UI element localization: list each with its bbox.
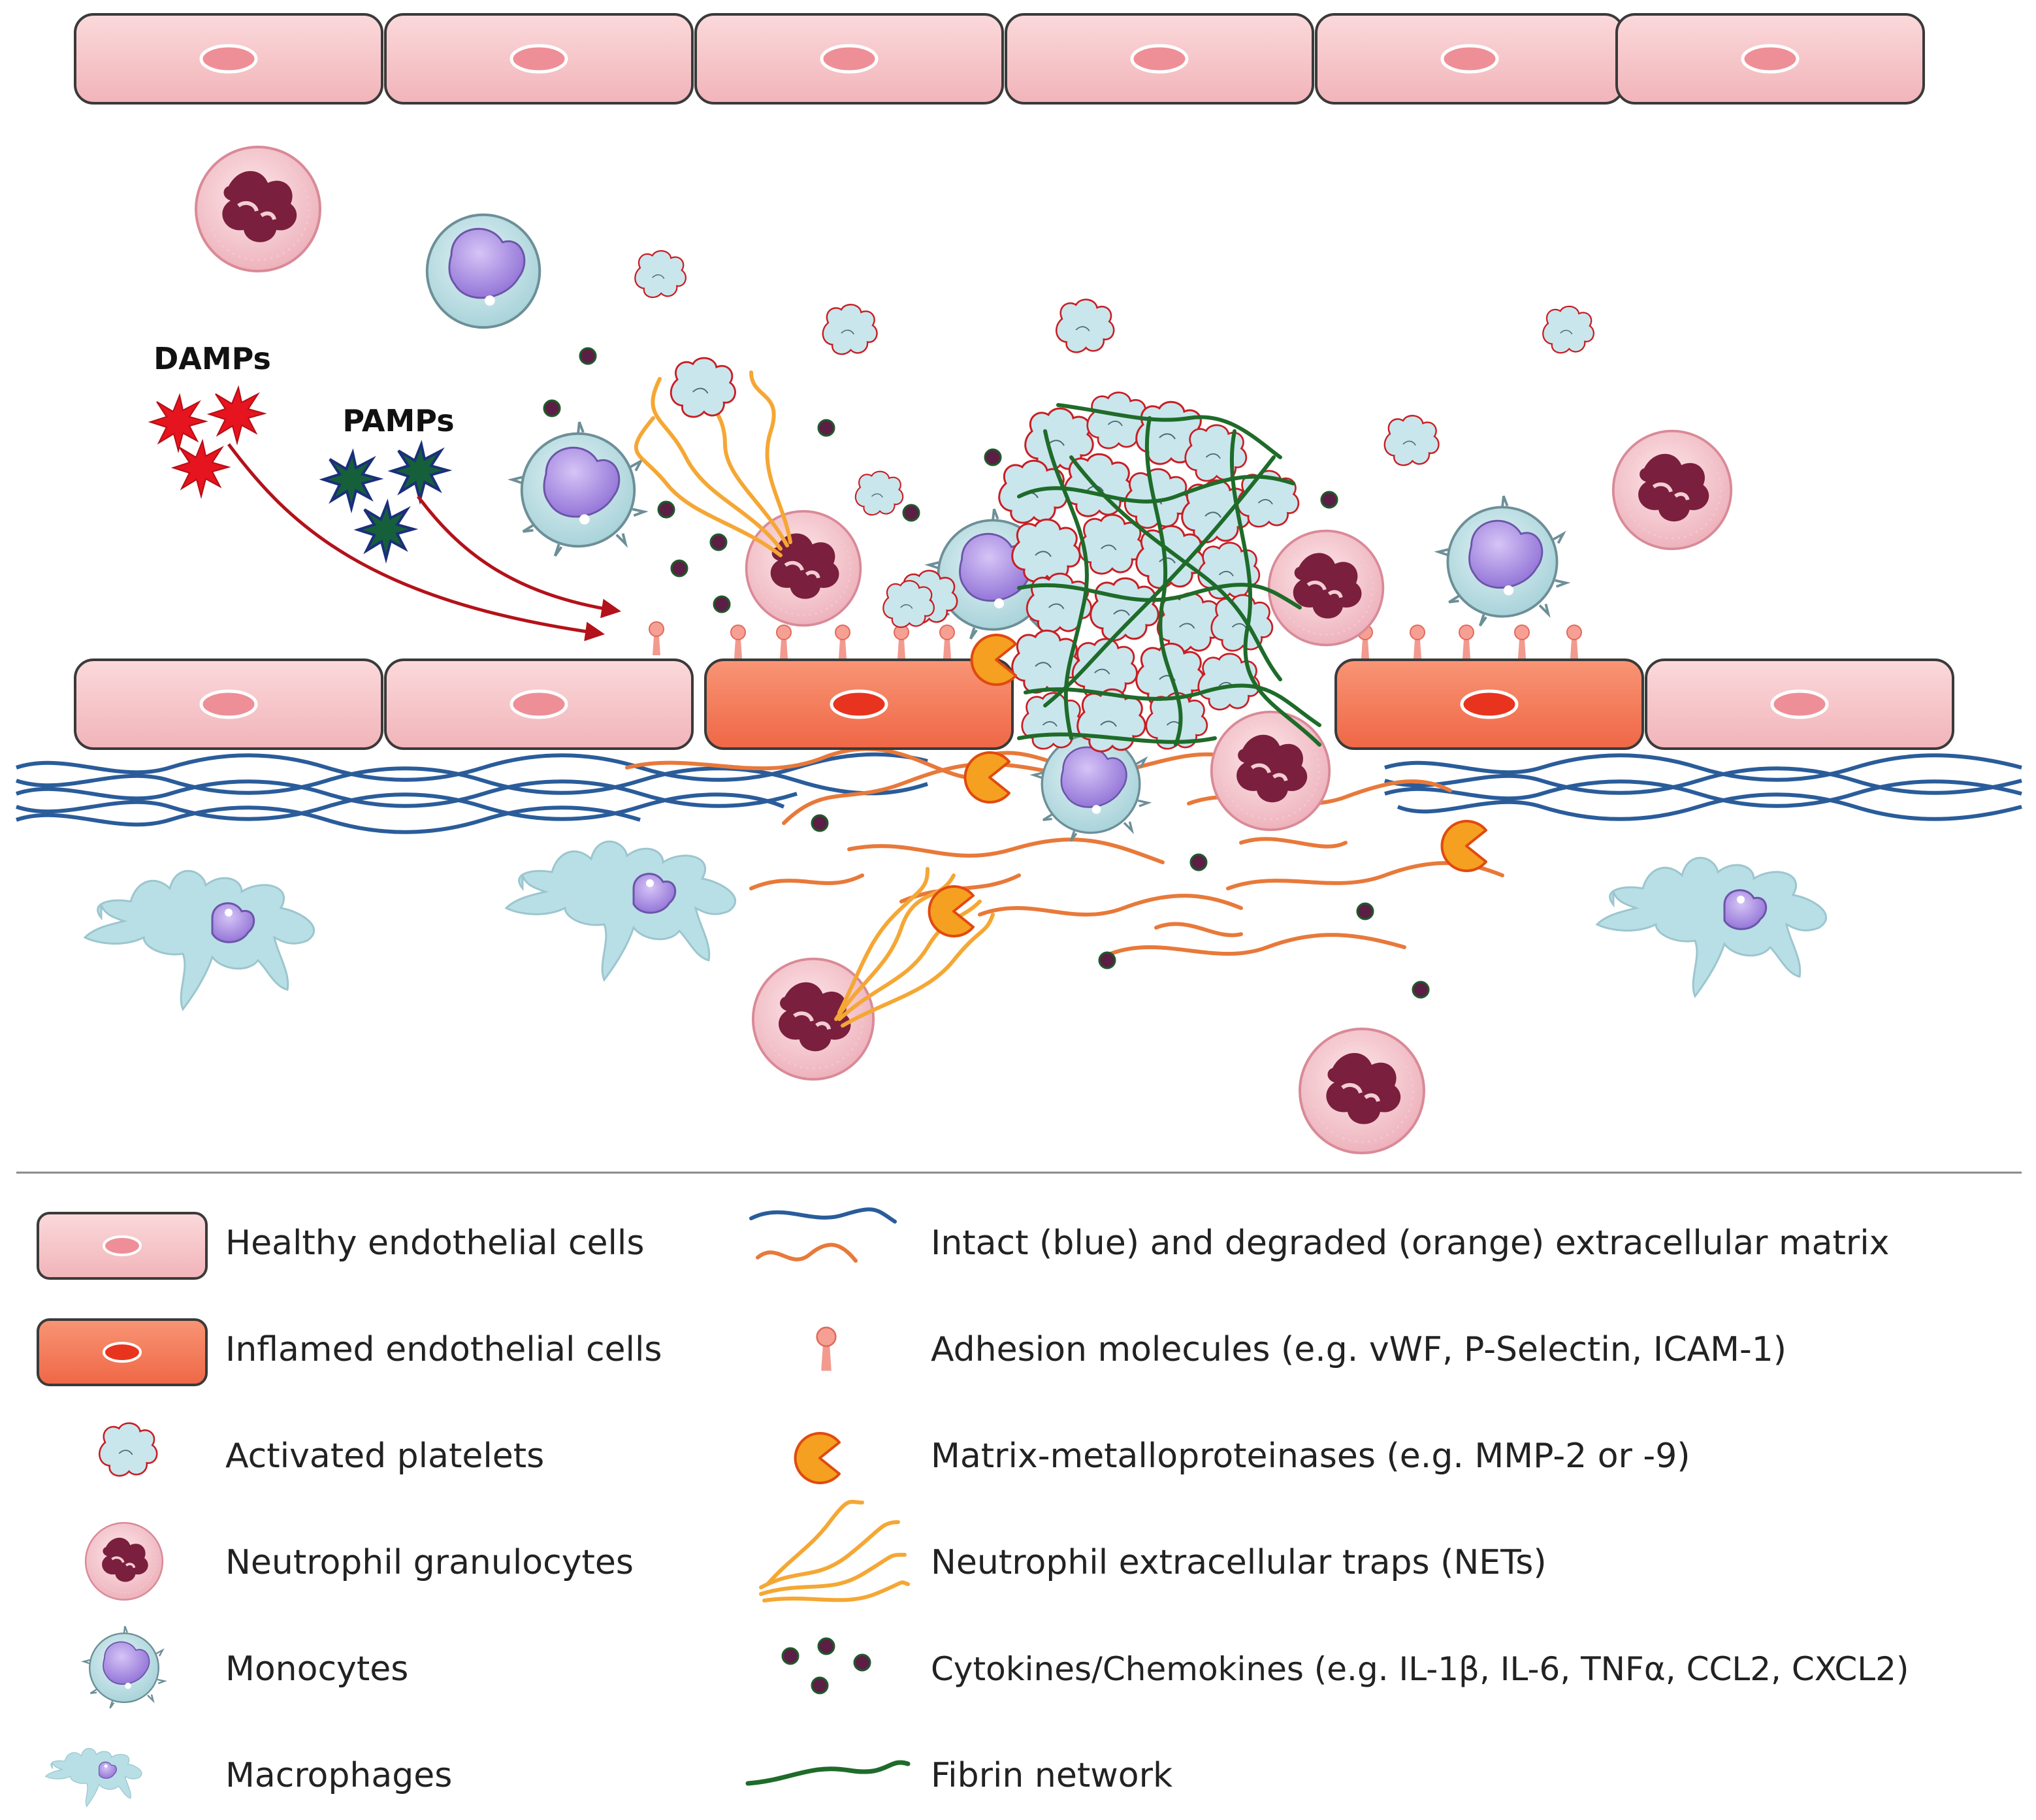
activated-platelet-icon bbox=[98, 1422, 158, 1477]
fibrin-icon bbox=[745, 1760, 911, 1786]
legend-label-platelets: Activated platelets bbox=[225, 1437, 544, 1476]
legend-label-neutrophils: Neutrophil granulocytes bbox=[225, 1543, 634, 1582]
inflamed-endothelial-icon bbox=[37, 1318, 208, 1386]
damp-pamp-arrows bbox=[227, 443, 621, 642]
damps bbox=[148, 385, 267, 499]
legend-label-monocytes: Monocytes bbox=[225, 1649, 408, 1689]
damps-arrow bbox=[227, 443, 605, 642]
macrophage-icon bbox=[45, 1747, 142, 1808]
top-endothelium bbox=[75, 14, 1924, 103]
legend: Healthy endothelial cells Inflamed endot… bbox=[37, 1207, 1909, 1808]
fibrin-network bbox=[1017, 403, 1321, 747]
extracellular-matrix-icon bbox=[749, 1207, 897, 1263]
pamps-label: PAMPs bbox=[342, 403, 454, 438]
pamps bbox=[319, 440, 453, 564]
damps-label: DAMPs bbox=[154, 341, 271, 376]
legend-label-inflamed: Inflamed endothelial cells bbox=[225, 1330, 662, 1369]
monocyte-icon bbox=[84, 1626, 165, 1708]
net-icon bbox=[759, 1499, 910, 1602]
legend-label-nets: Neutrophil extracellular traps (NETs) bbox=[931, 1543, 1547, 1582]
legend-label-macrophages: Macrophages bbox=[225, 1756, 452, 1795]
adhesion-molecule-icon bbox=[816, 1326, 837, 1372]
legend-label-fibrin: Fibrin network bbox=[931, 1756, 1172, 1795]
pamps-arrow bbox=[417, 495, 621, 619]
legend-label-mmp: Matrix-metalloproteinases (e.g. MMP-2 or… bbox=[931, 1437, 1690, 1476]
neutrophil-icon bbox=[84, 1521, 164, 1601]
legend-label-ecm: Intact (blue) and degraded (orange) extr… bbox=[931, 1224, 1889, 1263]
legend-label-cytokines: Cytokines/Chemokines (e.g. IL-1β, IL-6, … bbox=[931, 1650, 1909, 1688]
cytokine-icon bbox=[781, 1637, 871, 1695]
legend-label-adhesion: Adhesion molecules (e.g. vWF, P-Selectin… bbox=[931, 1330, 1786, 1369]
healthy-endothelial-icon bbox=[37, 1212, 208, 1280]
mmp-icon bbox=[794, 1432, 841, 1484]
intact-ecm bbox=[16, 752, 2022, 834]
legend-label-healthy: Healthy endothelial cells bbox=[225, 1224, 644, 1263]
neutrophils bbox=[196, 147, 1731, 1153]
